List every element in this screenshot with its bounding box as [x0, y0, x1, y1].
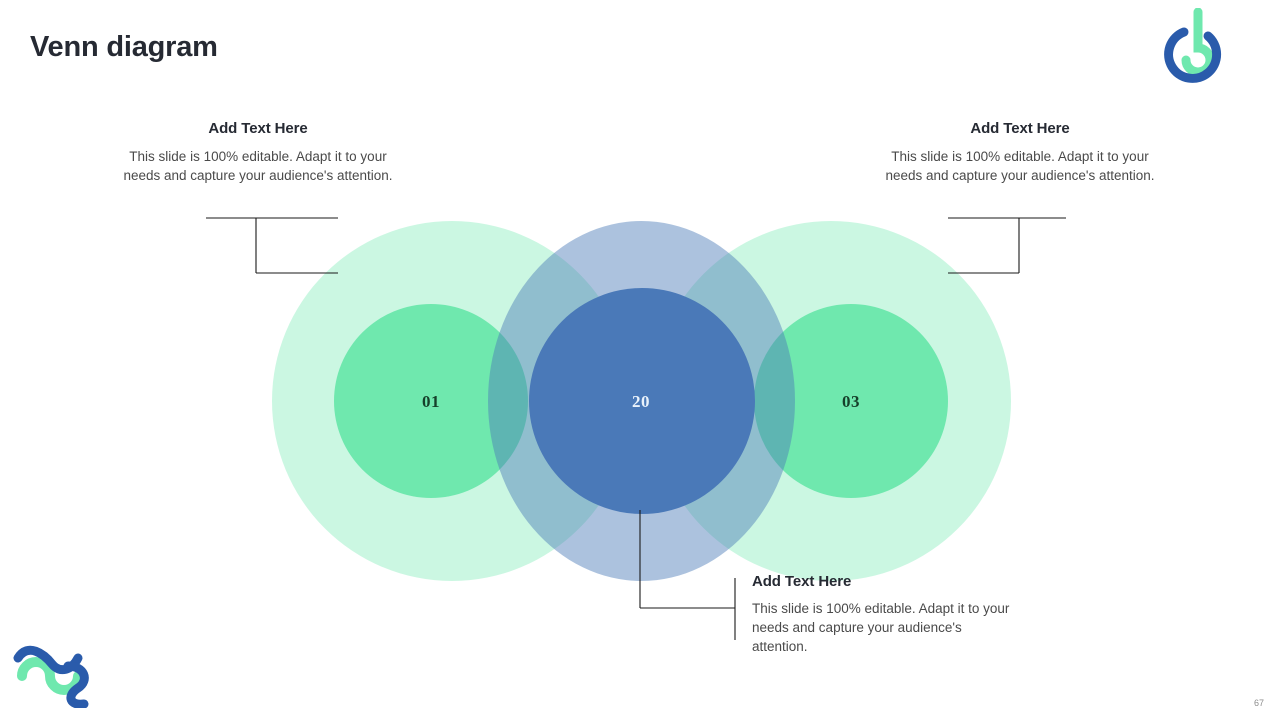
- venn-circle-center-inner: [529, 288, 755, 514]
- callout-left-body: This slide is 100% editable. Adapt it to…: [123, 149, 393, 183]
- venn-circle-right-inner: [754, 304, 948, 498]
- callout-right-heading: Add Text Here: [970, 120, 1070, 137]
- callout-bottom: Add Text Here This slide is 100% editabl…: [752, 573, 1014, 656]
- page-title: Venn diagram: [30, 31, 218, 63]
- callout-right-body: This slide is 100% editable. Adapt it to…: [885, 149, 1155, 183]
- page-number: 67: [1254, 698, 1265, 708]
- callout-bottom-body: This slide is 100% editable. Adapt it to…: [752, 601, 1010, 654]
- venn-label-20: 20: [632, 392, 650, 411]
- callout-bottom-heading: Add Text Here: [752, 573, 852, 590]
- venn-label-03: 03: [842, 392, 860, 411]
- brand-logo-icon: [1158, 7, 1230, 88]
- callout-left-heading: Add Text Here: [208, 120, 308, 137]
- callout-right: Add Text Here This slide is 100% editabl…: [880, 120, 1160, 185]
- squiggle-decoration-icon: [6, 636, 102, 709]
- venn-circle-left-inner: [334, 304, 528, 498]
- callout-left: Add Text Here This slide is 100% editabl…: [118, 120, 398, 185]
- venn-label-01: 01: [422, 392, 440, 411]
